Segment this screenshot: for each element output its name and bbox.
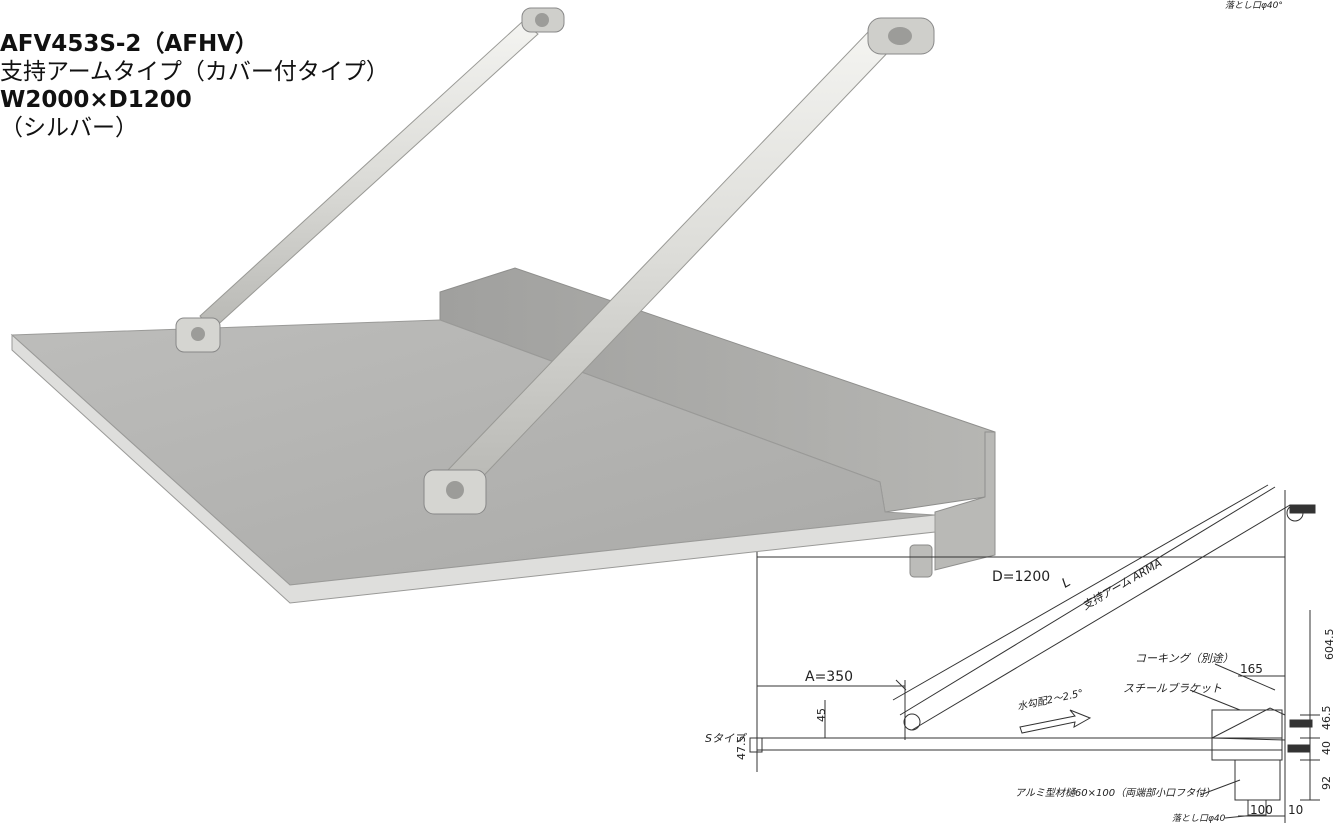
- drain-label: 落とし口φ40: [1172, 813, 1226, 823]
- canopy-panel-edge: [11, 333, 936, 604]
- dim-604-5: 604.5: [1323, 629, 1335, 661]
- s-type-label: Sタイプ: [705, 732, 747, 745]
- steel-bracket-label: スチールブラケット: [1123, 682, 1222, 695]
- arm-length-label: L: [1060, 575, 1074, 592]
- arm-label: 支持アーム ARMA: [1080, 556, 1164, 612]
- dim-45: 45: [815, 708, 828, 722]
- dim-92: 92: [1320, 776, 1333, 790]
- dim-47-5: 47.5: [735, 736, 748, 761]
- dim-46-5: 46.5: [1320, 706, 1333, 731]
- product-type: 支持アームタイプ（カバー付タイプ）: [0, 59, 389, 85]
- product-color: （シルバー）: [0, 115, 138, 141]
- top-drain-note: 落とし口φ40°: [1225, 0, 1283, 11]
- dim-d: D=1200: [992, 569, 1050, 585]
- dim-10: 10: [1288, 803, 1303, 817]
- product-size: W2000×D1200: [0, 87, 192, 113]
- model-code: AFV453S-2（AFHV）: [0, 31, 258, 57]
- drain-pipe: [909, 544, 933, 578]
- caulking-label: コーキング（別途）: [1135, 652, 1234, 665]
- technical-drawing: [749, 484, 1320, 823]
- dim-a: A=350: [805, 669, 853, 685]
- canopy-3d-render: [10, 7, 996, 604]
- dim-165: 165: [1240, 662, 1263, 676]
- rear-cover-end: [934, 431, 996, 571]
- dim-40: 40: [1320, 741, 1333, 755]
- gutter-label: アルミ型材樋60×100（両端部小口フタ付）: [1015, 787, 1215, 799]
- slope-label: 水勾配2～2.5°: [1016, 687, 1084, 713]
- dim-100: 100: [1250, 803, 1273, 817]
- product-title-block: AFV453S-2（AFHV） 支持アームタイプ（カバー付タイプ） W2000×…: [0, 30, 389, 142]
